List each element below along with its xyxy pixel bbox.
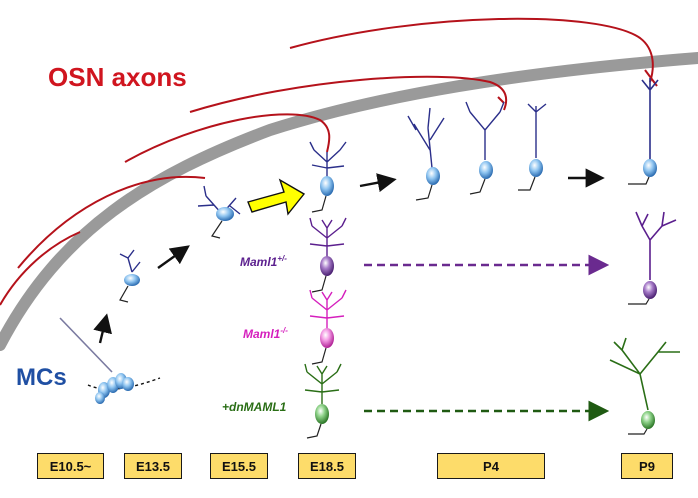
mc-p9-maml1-het	[628, 211, 677, 305]
osn-axons-label: OSN axons	[48, 62, 187, 92]
stage-e13-5: E13.5	[124, 453, 182, 479]
genotype-maml1-ko: Maml1-/-	[243, 326, 288, 341]
mc-p4-c	[518, 103, 547, 191]
mc-p4-a	[407, 107, 445, 201]
mc-e18-5-dnmaml1	[304, 363, 342, 439]
stage-e10-5: E10.5~	[37, 453, 104, 479]
mc-e15-5	[197, 185, 241, 239]
stage-e15-5: E15.5	[210, 453, 268, 479]
genotype-ko-sup: -/-	[280, 326, 288, 335]
mc-p4-b	[465, 101, 505, 195]
genotype-ko-name: Maml1	[243, 327, 281, 341]
stage-p4: P4	[437, 453, 545, 479]
osn-axons	[0, 17, 658, 306]
genotype-dnmaml1: +dnMAML1	[222, 400, 287, 414]
early-mc-cluster	[59, 317, 161, 404]
genotype-het-sup: +/-	[277, 254, 287, 263]
small-arrow-icon	[93, 168, 605, 344]
stage-e18-5: E18.5	[298, 453, 356, 479]
genotype-het-name: Maml1	[240, 255, 278, 269]
mc-e18-5-maml1-het	[309, 217, 347, 293]
mc-e13-5	[119, 249, 141, 303]
stage-p9: P9	[621, 453, 673, 479]
mc-p9-wildtype	[628, 78, 659, 185]
mcs-label: MCs	[16, 364, 67, 391]
genotype-maml1-het: Maml1+/-	[240, 254, 287, 269]
olfactory-nerve-layer	[0, 52, 698, 351]
mc-e18-5-maml1-ko	[309, 289, 347, 365]
mc-p9-dnmaml1	[609, 337, 680, 435]
mc-e18-5-wildtype	[309, 141, 347, 213]
thick-arrow-icon	[247, 178, 306, 216]
